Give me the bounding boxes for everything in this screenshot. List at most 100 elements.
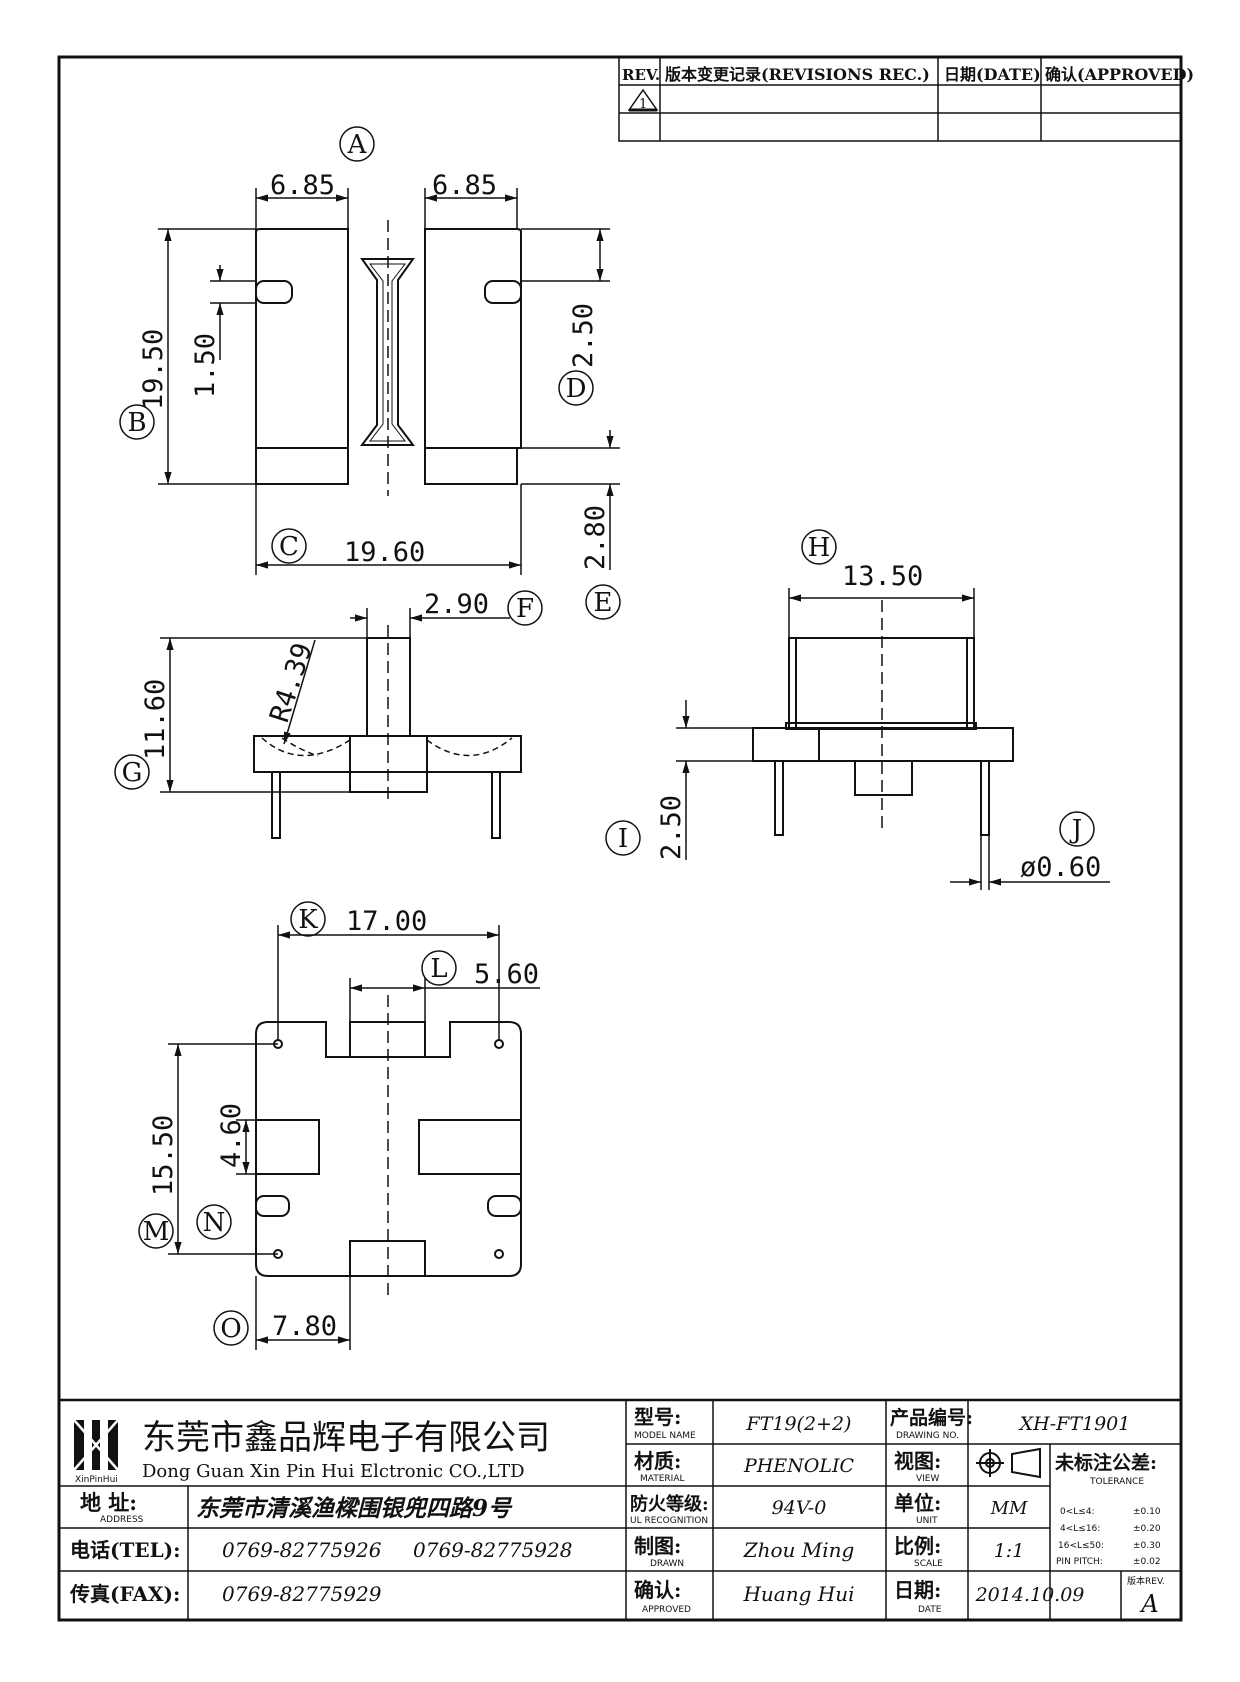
fire-value: 94V-0: [772, 1497, 827, 1519]
dim-shaft-width: 2.90: [424, 589, 489, 620]
dim-bottom-height: 15.50: [148, 1115, 179, 1196]
circle-label-c: C: [271, 528, 307, 564]
tolerance-label: 未标注公差:: [1054, 1451, 1157, 1474]
svg-text:I: I: [618, 824, 628, 854]
dim-right-width: 6.85: [432, 170, 497, 201]
logo-text: XinPinHui: [75, 1475, 118, 1485]
drawn-label-en: DRAWN: [650, 1559, 684, 1569]
side-view-dims: [676, 588, 1110, 890]
address-value: 东莞市清溪渔樑围银兜四路9号: [196, 1495, 513, 1522]
svg-text:J: J: [1069, 815, 1082, 845]
approved-label-en: APPROVED: [642, 1605, 691, 1615]
circle-label-g: G: [114, 754, 150, 790]
dim-pin-span: 17.00: [346, 906, 427, 937]
fax-label: 传真(FAX):: [69, 1582, 180, 1606]
circle-label-l: L: [421, 950, 457, 986]
tel-value-2: 0769-82775928: [413, 1538, 572, 1562]
circle-label-e: E: [585, 584, 621, 620]
svg-text:O: O: [220, 1314, 241, 1344]
tel-value-1: 0769-82775926: [222, 1538, 382, 1562]
dim-radius: R4.39: [264, 639, 319, 726]
svg-text:D: D: [566, 374, 587, 404]
svg-text:E: E: [594, 588, 613, 618]
material-value: PHENOLIC: [743, 1455, 855, 1477]
tolerance-value-3: ±0.30: [1133, 1541, 1161, 1551]
circle-label-f: F: [507, 590, 543, 626]
circle-label-a: A: [339, 126, 375, 162]
view-label-en: VIEW: [916, 1474, 939, 1484]
record-header: 版本变更记录(REVISIONS REC.): [664, 65, 930, 84]
drawing-no-label: 产品编号:: [890, 1406, 973, 1429]
tolerance-range-1: 0<L≤4:: [1060, 1507, 1095, 1517]
revision-number: 1: [639, 97, 647, 112]
fax-value: 0769-82775929: [222, 1582, 382, 1606]
dim-top-width: 13.50: [842, 561, 923, 592]
revision-triangle-icon: 1: [627, 88, 659, 112]
fire-label-en: UL RECOGNITION: [630, 1516, 708, 1526]
dim-window-height: 4.60: [216, 1103, 247, 1168]
company-logo: XinPinHui: [73, 1419, 119, 1485]
svg-text:A: A: [347, 130, 368, 160]
scale-value: 1:1: [994, 1540, 1025, 1562]
circle-label-i: I: [605, 820, 641, 856]
date-label: 日期:: [894, 1578, 941, 1602]
dim-left-width: 6.85: [270, 170, 335, 201]
svg-text:H: H: [808, 533, 831, 563]
address-label-en: ADDRESS: [100, 1515, 144, 1525]
svg-text:M: M: [143, 1217, 170, 1247]
dim-pin-diameter: ø0.60: [1020, 852, 1101, 883]
svg-text:F: F: [516, 594, 534, 624]
circle-label-o: O: [213, 1310, 249, 1346]
model-value: FT19(2+2): [746, 1413, 852, 1435]
dim-slot-height: 1.50: [190, 333, 221, 398]
circle-label-d: D: [558, 370, 594, 406]
revision-table: [618, 56, 1182, 142]
approved-value: Huang Hui: [742, 1582, 854, 1606]
approved-header: 确认(APPROVED): [1045, 65, 1194, 84]
dim-front-height: 11.60: [140, 679, 171, 760]
date-value: 2014.10.09: [975, 1584, 1085, 1606]
dim-center-width: 5.60: [474, 959, 539, 990]
rev-header: REV.: [622, 66, 660, 84]
bottom-view: [255, 1021, 522, 1277]
circle-label-m: M: [138, 1213, 174, 1249]
svg-text:K: K: [298, 905, 318, 935]
top-view-dims: [158, 188, 620, 575]
tolerance-value-1: ±0.10: [1133, 1507, 1161, 1517]
rev-value: A: [1139, 1590, 1158, 1618]
address-label: 地 址:: [80, 1490, 137, 1515]
fire-label: 防火等级:: [630, 1493, 709, 1515]
unit-label: 单位:: [894, 1491, 941, 1515]
front-view-dims: [160, 608, 510, 793]
circle-label-j: J: [1059, 811, 1095, 847]
title-block-grid: [59, 1398, 1181, 1620]
tolerance-range-4: PIN PITCH:: [1056, 1557, 1103, 1567]
svg-text:C: C: [279, 532, 299, 562]
tolerance-label-en: TOLERANCE: [1089, 1477, 1144, 1487]
projection-symbol-icon: [976, 1447, 1041, 1479]
unit-label-en: UNIT: [916, 1516, 938, 1526]
material-label-en: MATERIAL: [640, 1474, 685, 1484]
circle-label-h: H: [801, 529, 837, 565]
dim-slot-offset: 2.50: [568, 303, 599, 368]
date-label-en: DATE: [918, 1605, 942, 1615]
svg-text:L: L: [430, 954, 447, 984]
tolerance-range-3: 16<L≤50:: [1058, 1541, 1104, 1551]
scale-label: 比例:: [894, 1534, 941, 1558]
company-name-en: Dong Guan Xin Pin Hui Elctronic CO.,LTD: [142, 1461, 525, 1482]
circle-label-b: B: [119, 404, 155, 440]
dim-offset: 7.80: [272, 1311, 337, 1342]
dim-width: 19.60: [344, 537, 425, 568]
dim-height: 19.50: [138, 329, 169, 410]
tel-label: 电话(TEL):: [70, 1538, 181, 1562]
tolerance-range-2: 4<L≤16:: [1060, 1524, 1100, 1534]
material-label: 材质:: [634, 1449, 681, 1473]
tolerance-value-2: ±0.20: [1133, 1524, 1161, 1534]
drawing-no-label-en: DRAWING NO.: [896, 1431, 959, 1441]
unit-value: MM: [990, 1498, 1028, 1519]
approved-label: 确认:: [634, 1578, 681, 1602]
dim-base-height: 2.80: [580, 505, 611, 570]
date-header: 日期(DATE): [944, 65, 1041, 84]
scale-label-en: SCALE: [914, 1559, 943, 1569]
